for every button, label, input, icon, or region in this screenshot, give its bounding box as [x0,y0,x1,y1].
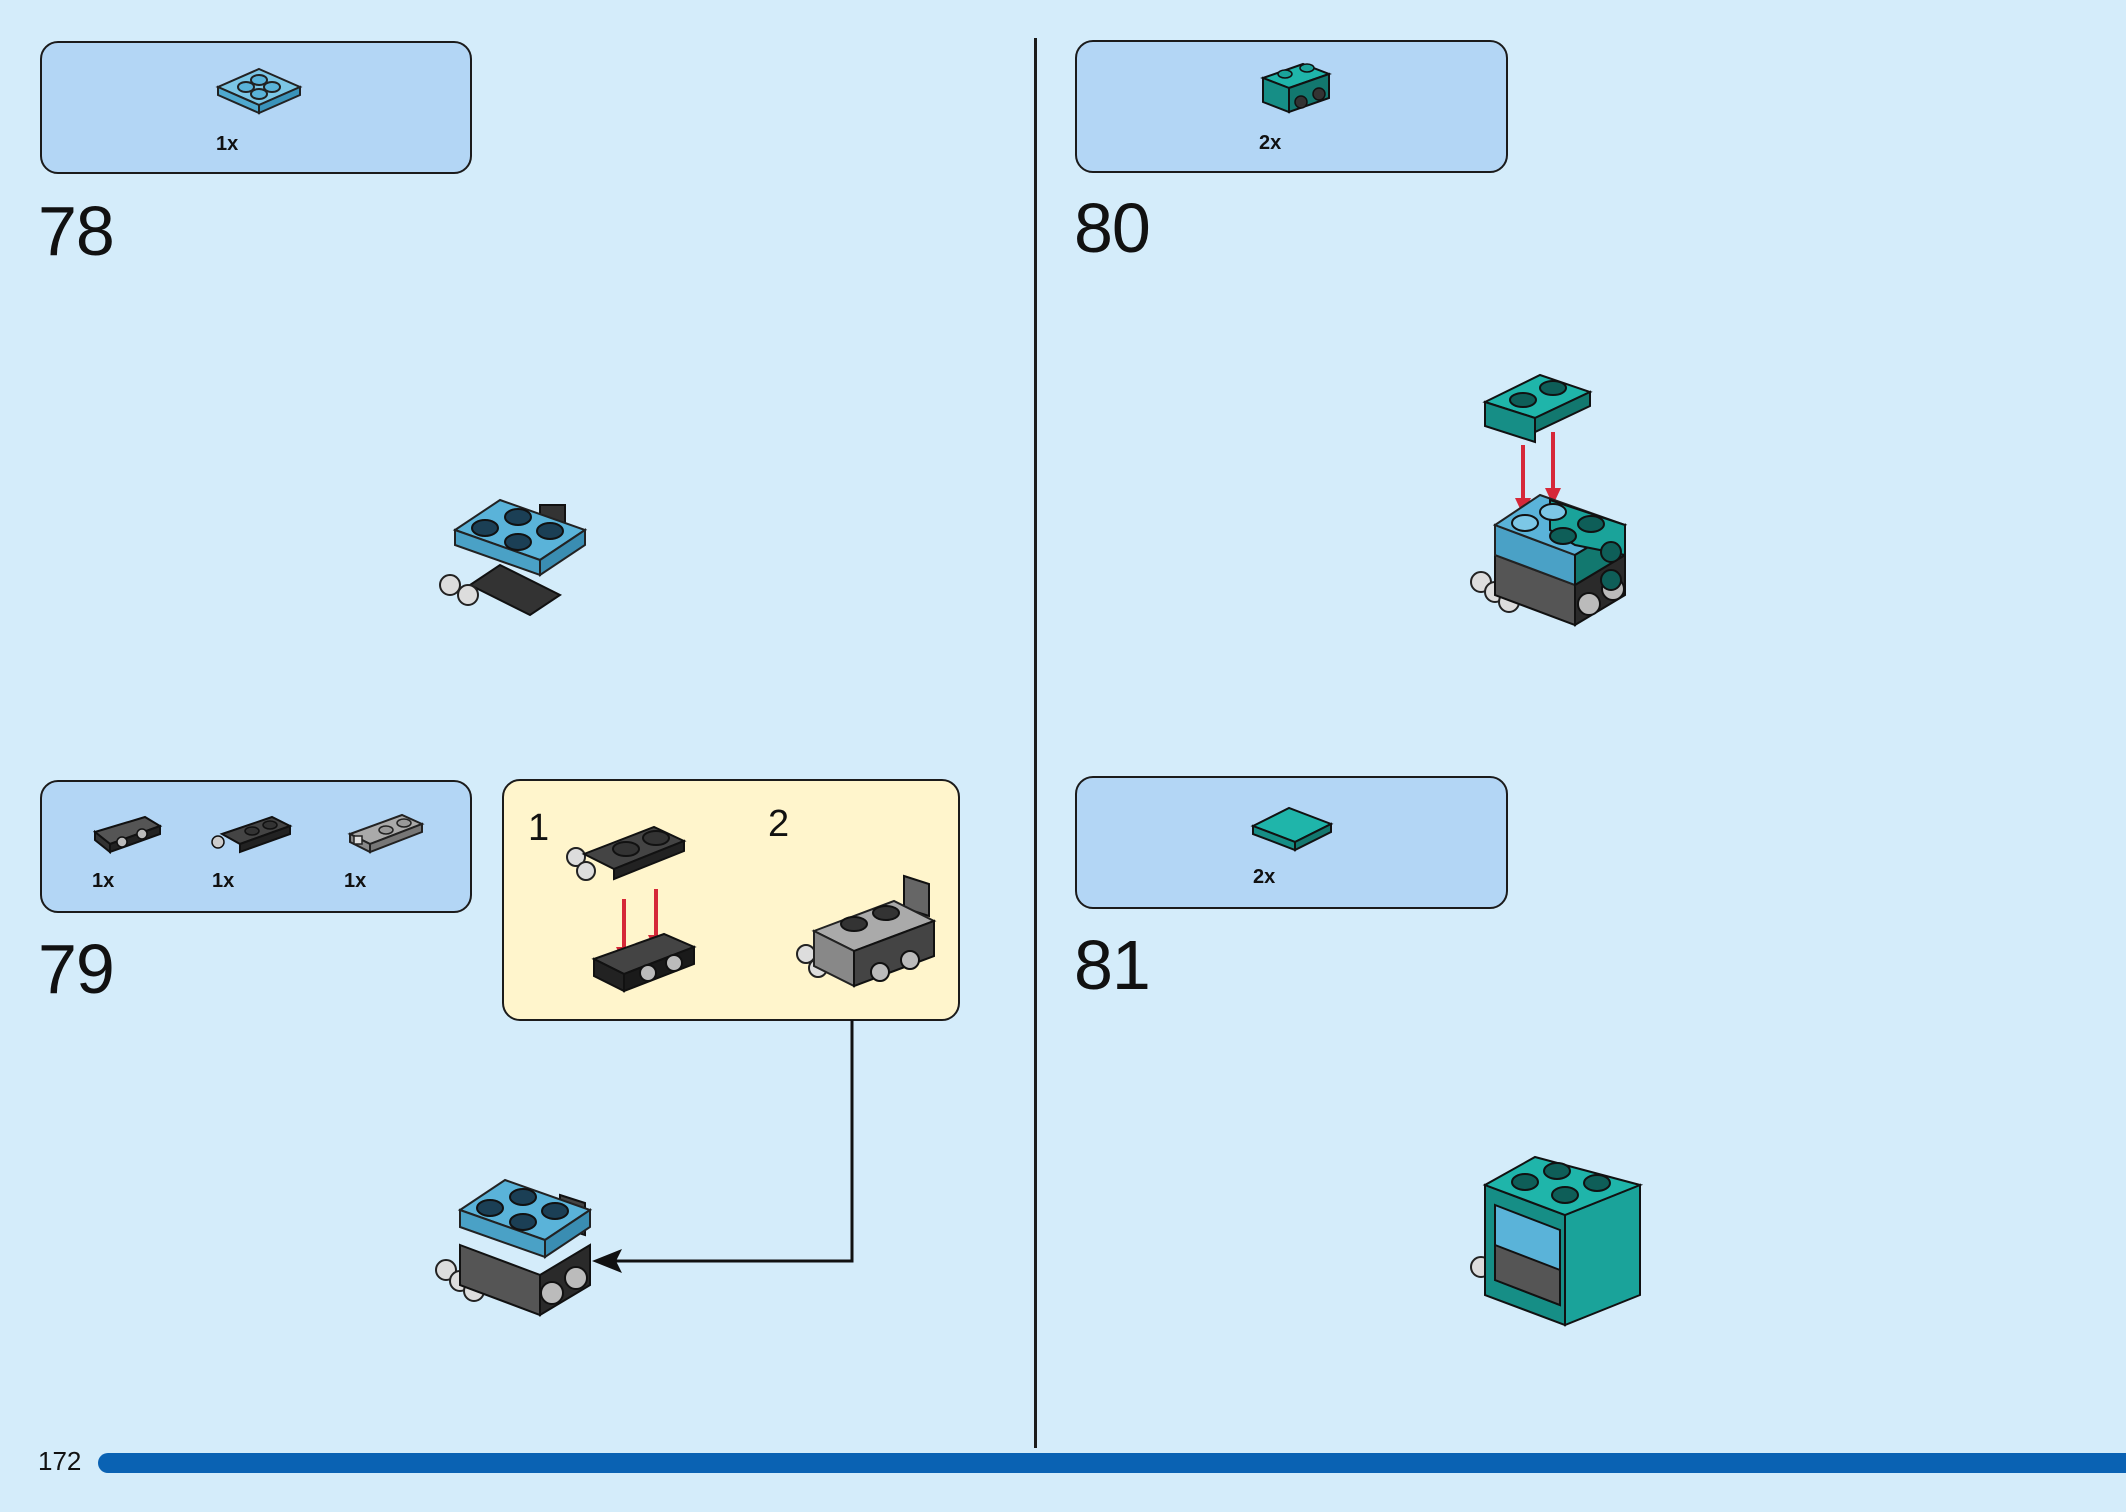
parts-list-step-79: 1x 1x 1x [40,780,472,913]
progress-bar [98,1453,2126,1473]
page-number: 172 [38,1446,82,1476]
sub-assembly-callout: 1 2 [502,779,960,1021]
substep-number: 1 [528,807,550,849]
part-qty: 1x [344,870,367,892]
step-81-model-illustration [1470,1155,1644,1327]
step-80-model-illustration [1470,373,1628,627]
parts-list-step-81: 2x [1075,776,1508,909]
dark-gray-hinge-plate-icon [211,815,293,854]
substep-number: 2 [768,803,790,845]
callout-arrow [592,1020,854,1273]
substep-2-illustration [796,874,937,988]
parts-list-step-78: 1x [40,41,472,174]
part-qty: 1x [212,870,235,892]
light-blue-plate-2x2-icon [215,67,303,115]
teal-tile-2x2-icon [1250,806,1334,852]
page-divider [1034,38,1037,1448]
part-qty: 2x [1253,866,1276,888]
parts-list-step-80: 2x [1075,40,1508,173]
step-number: 80 [1074,189,1151,267]
gray-hinge-plate-icon [347,813,425,854]
part-qty: 1x [216,133,239,155]
substep-1-illustration [566,825,697,993]
part-qty: 2x [1259,132,1282,154]
step-number: 79 [38,930,115,1008]
step-number: 78 [38,192,115,270]
step-79-model-illustration [435,1178,593,1317]
part-qty: 1x [92,870,115,892]
step-number: 81 [1074,926,1151,1004]
step-78-model-illustration [439,498,588,617]
teal-bracket-icon [1260,62,1332,114]
dark-gray-bracket-icon [92,815,163,855]
